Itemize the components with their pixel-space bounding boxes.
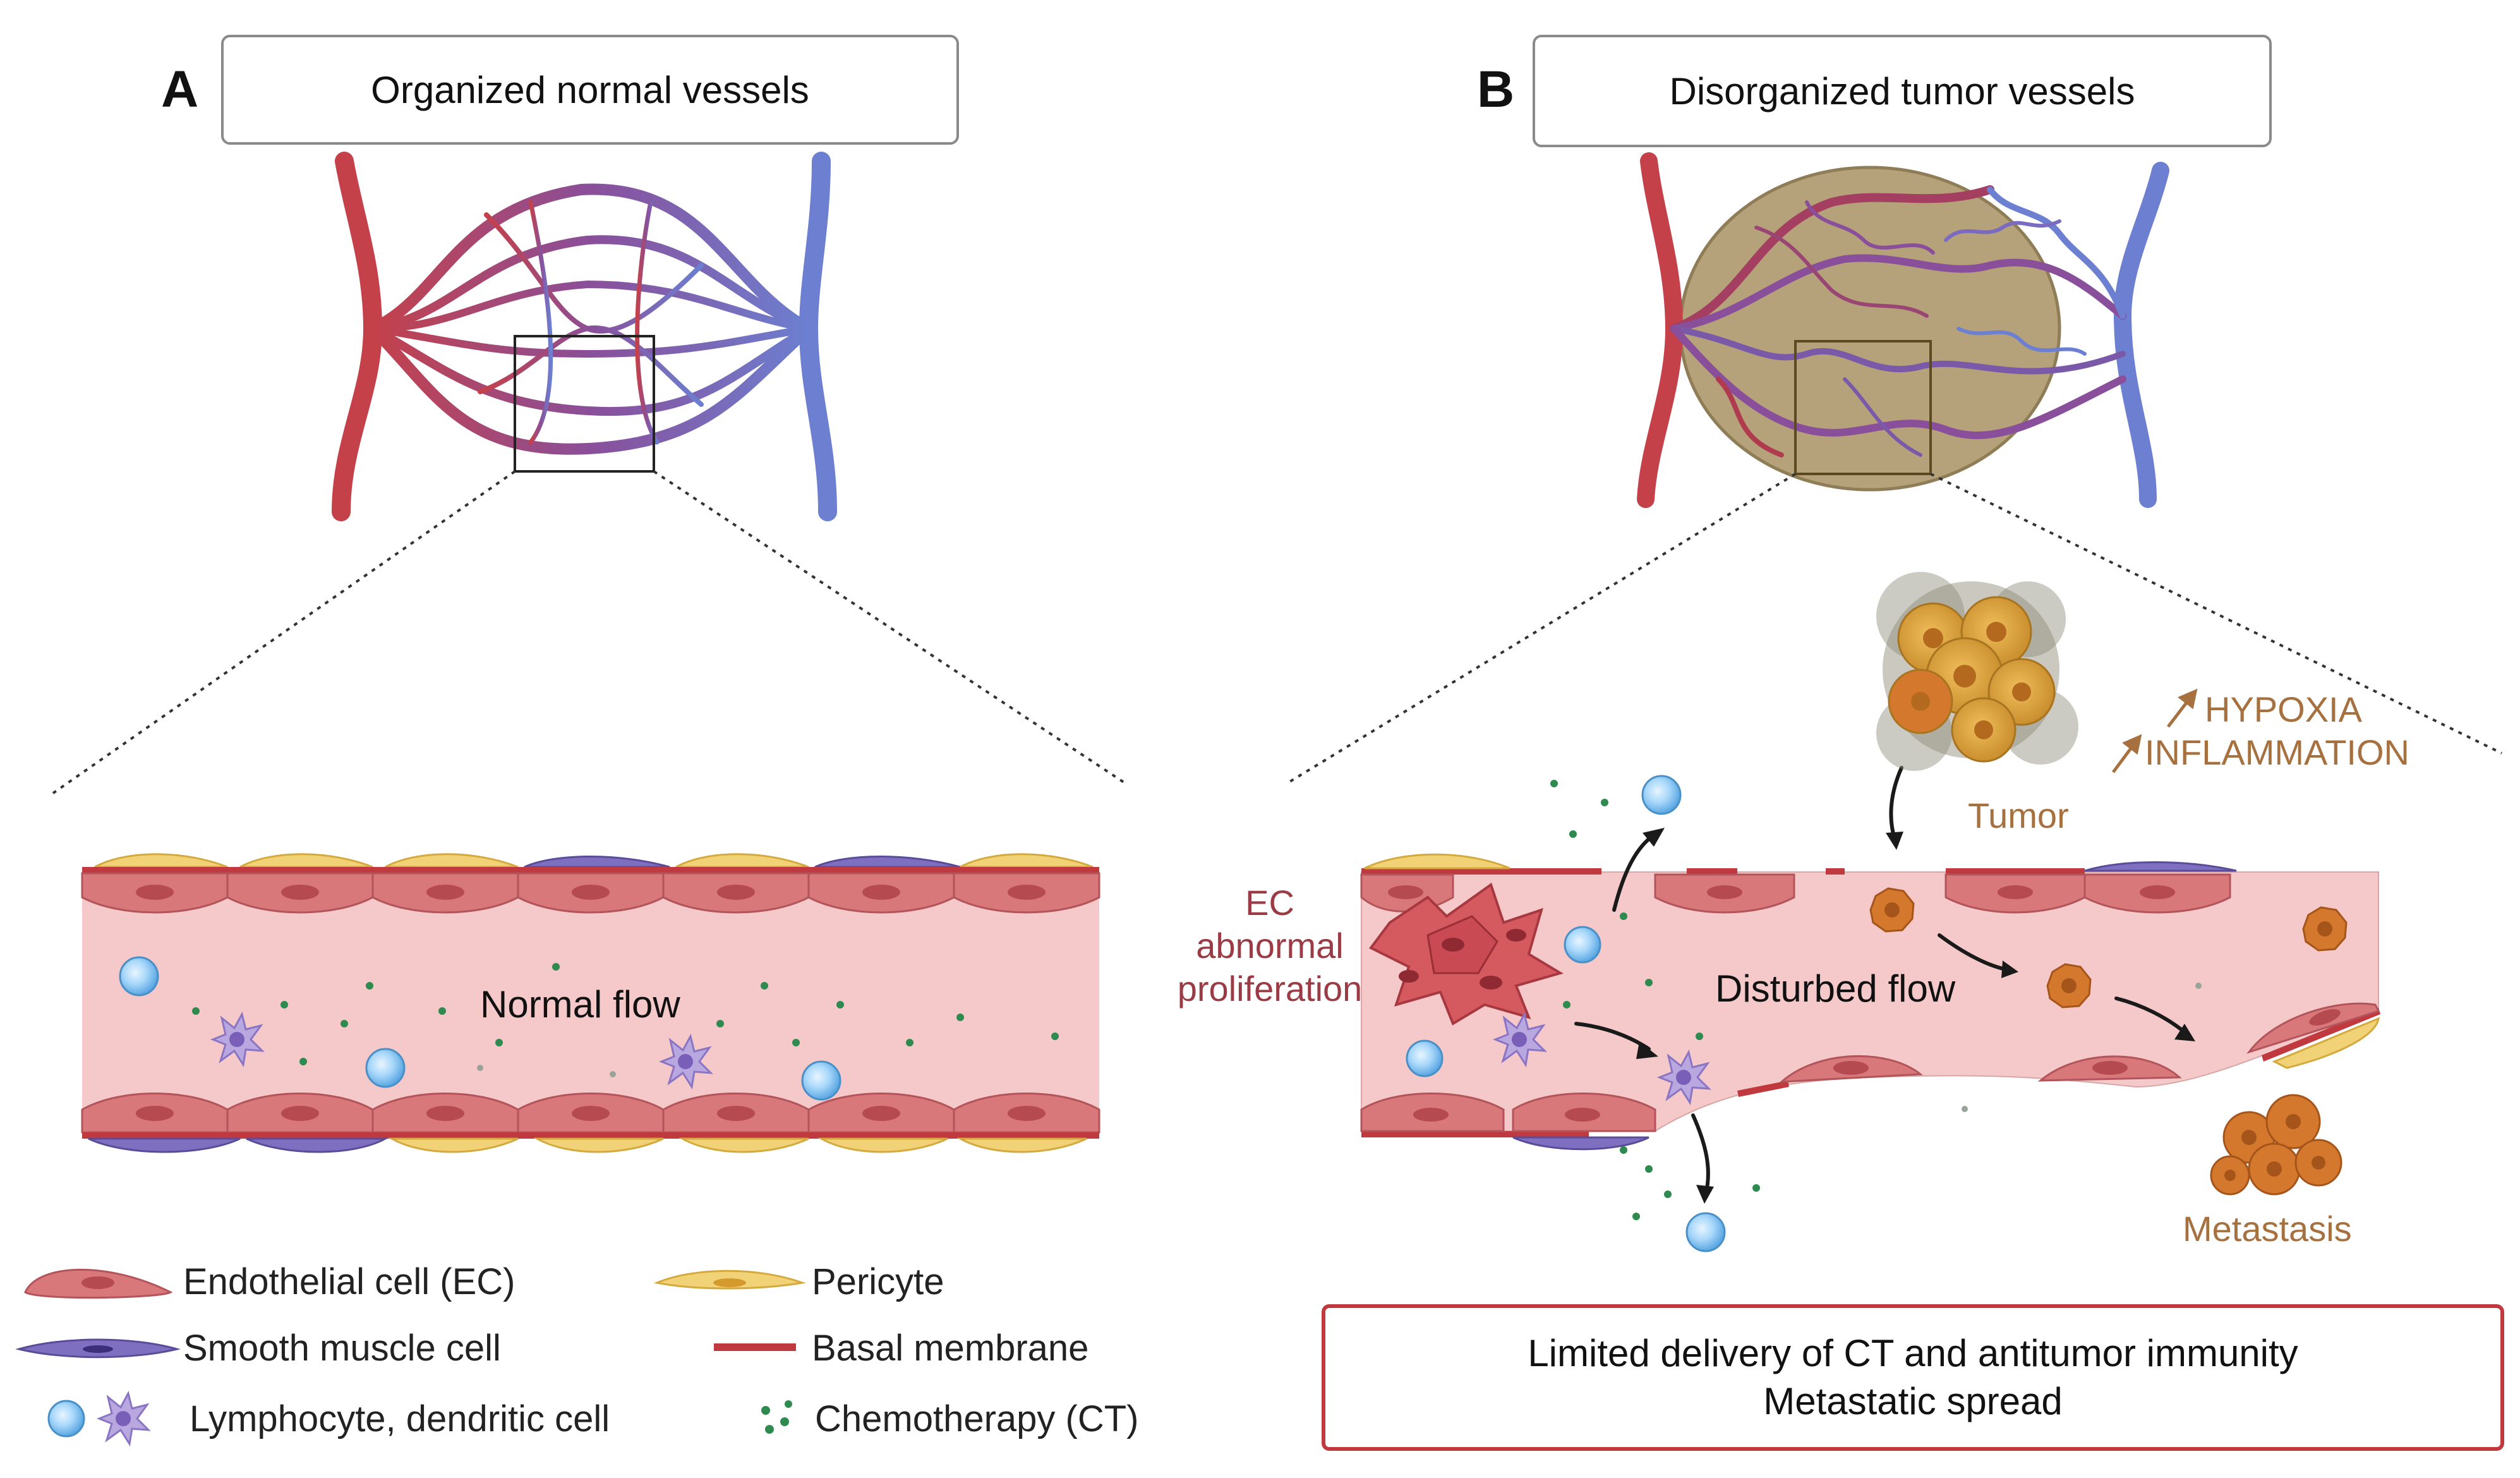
circulating-tumor-cell — [2046, 963, 2092, 1009]
outcome-line2: Metastatic spread — [1763, 1380, 2063, 1422]
inflammation-label: INFLAMMATION — [2145, 732, 2409, 772]
chemo-dots-b — [1550, 780, 2202, 1220]
ec-proliferation-cluster — [1368, 882, 1564, 1026]
arrow-heads — [1636, 828, 2195, 1204]
tumor-label: Tumor — [1968, 796, 2069, 835]
lymphocyte — [365, 1048, 406, 1088]
tumor-vessel-network — [1287, 152, 2502, 784]
lymphocyte — [1641, 775, 1682, 815]
vein-trunk-a — [799, 152, 837, 521]
legend-lymphocyte-label: Lymphocyte, dendritic cell — [190, 1398, 610, 1439]
increase-arrows — [2111, 688, 2198, 773]
metastasis-cluster — [2210, 1094, 2342, 1196]
panel-a-letter: A — [161, 61, 199, 118]
hypoxia-label: HYPOXIA — [2205, 689, 2362, 729]
tumor-mass — [1679, 166, 2061, 492]
legend-lymphocyte-glyph — [47, 1400, 85, 1438]
outcome-line1: Limited delivery of CT and antitumor imm… — [1528, 1332, 2298, 1374]
dendritic-cell — [1656, 1049, 1711, 1106]
tumor-cluster — [1876, 572, 2078, 771]
legend-endothelial-label: Endothelial cell (EC) — [183, 1261, 515, 1302]
outcome-box: Limited delivery of CT and antitumor imm… — [1322, 1304, 2504, 1451]
top-endothelial-row — [81, 872, 1100, 914]
tumor-vessel-section — [1360, 766, 2380, 1252]
disturbed-flow-label: Disturbed flow — [1715, 967, 1956, 1010]
circulating-tumor-cell — [2302, 906, 2348, 952]
circulating-tumor-cell — [1869, 887, 1915, 933]
panel-b-letter: B — [1477, 61, 1515, 118]
lumen-cells-b — [1406, 775, 2348, 1252]
legend-dendritic-glyph — [96, 1390, 151, 1447]
lymphocyte — [119, 956, 159, 996]
panel-b-title: Disorganized tumor vessels — [1533, 35, 2272, 147]
zoom-box-a — [514, 335, 655, 473]
lymphocyte — [1685, 1212, 1726, 1252]
legend-basal-label: Basal membrane — [812, 1328, 1089, 1369]
panel-a-title: Organized normal vessels — [221, 35, 959, 145]
metastasis-label: Metastasis — [2183, 1209, 2352, 1249]
legend-basal-glyph — [714, 1343, 796, 1351]
legend-smooth-muscle-label: Smooth muscle cell — [183, 1328, 501, 1369]
ec-label-line3: proliferation — [1177, 969, 1363, 1009]
panel-b-title-text: Disorganized tumor vessels — [1669, 70, 2135, 112]
ec-label-line1: EC — [1245, 883, 1294, 923]
lumen-cells-a — [119, 956, 841, 1101]
legend-pericyte-label: Pericyte — [812, 1261, 944, 1302]
lymphocyte — [1564, 926, 1601, 964]
zoom-box-b — [1794, 340, 1932, 475]
lymphocyte — [1406, 1039, 1444, 1077]
dendritic-cell — [210, 1011, 265, 1068]
dendritic-cell — [658, 1033, 713, 1090]
panel-a-title-text: Organized normal vessels — [371, 68, 809, 111]
bottom-endothelial-row — [81, 1093, 1100, 1134]
dendritic-cell — [1492, 1011, 1547, 1068]
top-outer-cells — [94, 853, 1094, 868]
ec-proliferation-label: EC abnormal proliferation — [1156, 881, 1384, 1010]
legend-chemo-glyph — [761, 1400, 792, 1434]
bottom-outer-cells — [88, 1137, 1087, 1153]
normal-flow-label: Normal flow — [480, 983, 680, 1026]
chemo-dots-a — [192, 963, 1059, 1077]
ec-label-line2: abnormal — [1196, 926, 1344, 966]
artery-trunk-a — [332, 152, 383, 521]
normal-vessel-section — [81, 853, 1100, 1153]
legend-chemo-label: Chemotherapy (CT) — [815, 1398, 1139, 1439]
lymphocyte — [801, 1060, 841, 1101]
normal-vessel-network — [49, 152, 1127, 796]
legend-glyphs — [15, 1268, 806, 1447]
